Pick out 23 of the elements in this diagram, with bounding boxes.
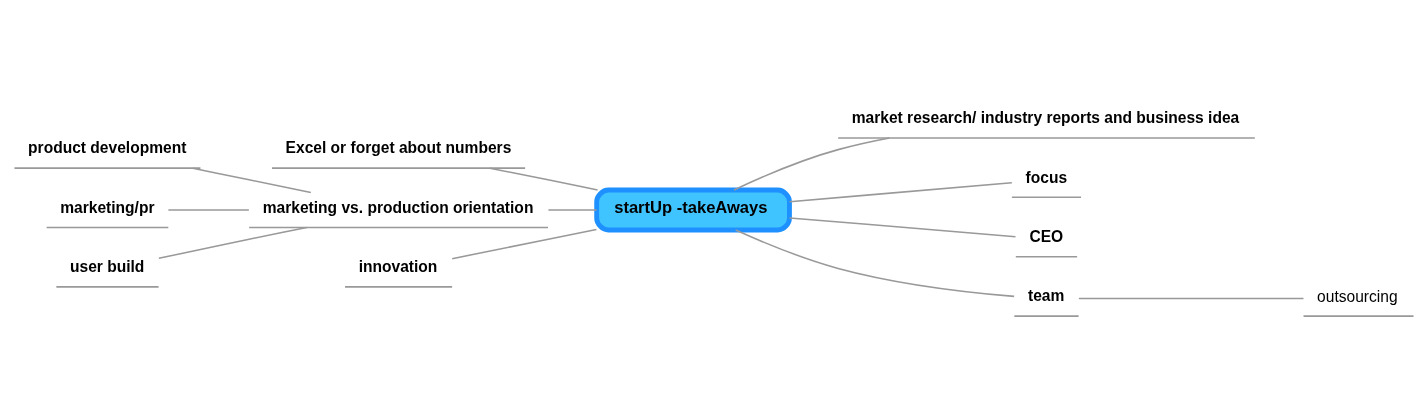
node-text: innovation bbox=[358, 257, 438, 275]
connector bbox=[734, 228, 1015, 297]
connector bbox=[788, 216, 1017, 237]
connector bbox=[158, 226, 308, 259]
connector bbox=[451, 228, 598, 259]
node-text: user build bbox=[69, 257, 145, 275]
node-text: marketing vs. production orientation bbox=[262, 198, 534, 216]
connector bbox=[788, 181, 1013, 203]
node-text: focus bbox=[1025, 168, 1068, 186]
connector bbox=[192, 166, 312, 193]
node-text: team bbox=[1027, 286, 1065, 304]
node-box: startUp -takeAways bbox=[594, 187, 792, 232]
node-text: Excel or forget about numbers bbox=[285, 138, 512, 156]
connector bbox=[167, 208, 250, 211]
connector bbox=[489, 166, 599, 191]
node-text: outsourcing bbox=[1317, 287, 1398, 305]
node-text: market research/ industry reports and business idea bbox=[851, 108, 1240, 126]
node-text: marketing/pr bbox=[60, 198, 155, 216]
node-text: product development bbox=[28, 138, 187, 156]
connector bbox=[547, 208, 598, 211]
node-text: CEO bbox=[1029, 227, 1064, 245]
connector bbox=[1078, 297, 1305, 299]
connector bbox=[733, 136, 891, 191]
